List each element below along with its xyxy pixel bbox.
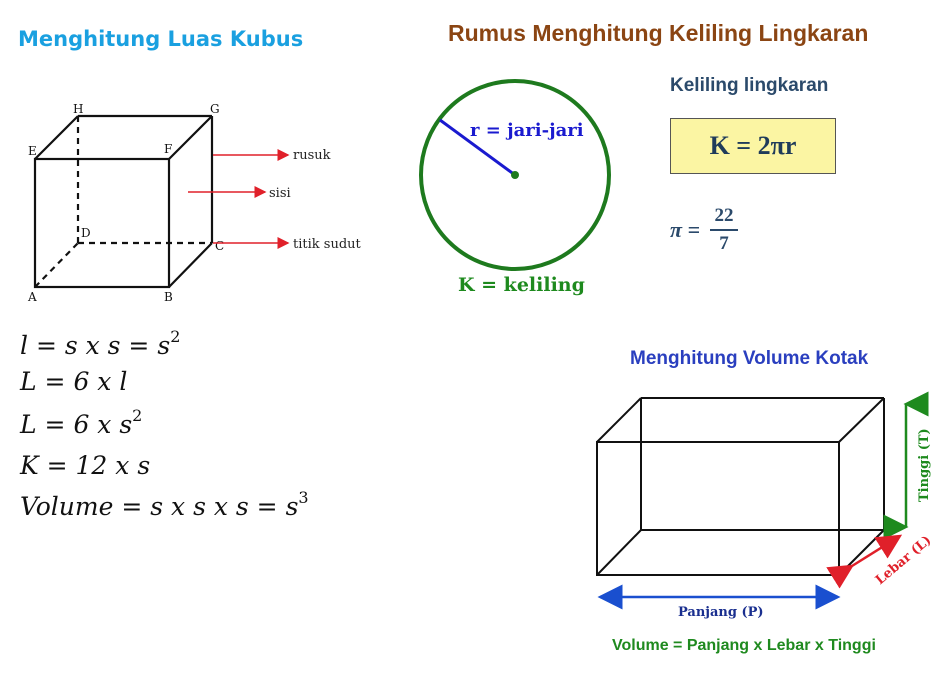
formula-area-face-exp: 2: [170, 327, 181, 346]
pi-denominator: 7: [719, 233, 729, 254]
vertex-label-B: B: [164, 290, 173, 304]
length-label: Panjang (P): [678, 605, 764, 620]
vertex-label-C: C: [215, 239, 224, 253]
keliling-heading: Keliling lingkaran: [670, 75, 829, 96]
box-edge-bottom-left: [596, 529, 642, 576]
radius-line: [439, 118, 516, 177]
width-label: Lebar (L): [873, 533, 935, 588]
formula-surface-area-s-exp: 2: [132, 406, 143, 425]
pi-numerator: 22: [714, 205, 734, 226]
vertex-label-D: D: [81, 226, 91, 240]
circumference-formula: K = 2πr: [709, 131, 797, 160]
box-volume-formula: Volume = Panjang x Lebar x Tinggi: [612, 637, 876, 654]
box-edge-top-right: [838, 397, 885, 443]
height-label: Tinggi (T): [917, 428, 932, 502]
formula-edge-length: K = 12 x s: [20, 451, 151, 480]
formula-surface-area-l: L = 6 x l: [20, 367, 128, 396]
formula-area-face: l = s x s = s2: [20, 327, 180, 360]
pi-equation: π = 22 7: [670, 205, 739, 255]
circle-center-dot: [511, 171, 519, 179]
formula-surface-area-s-text: L = 6 x s: [20, 410, 133, 439]
vertex-label-E: E: [28, 144, 37, 158]
titik-sudut-label: titik sudut: [293, 237, 362, 252]
cube-edge-AD: [34, 242, 79, 288]
sisi-label: sisi: [269, 186, 291, 201]
cube-edge-BC: [168, 242, 213, 288]
radius-label: r = jari-jari: [470, 120, 584, 141]
cube-edge-EH: [34, 115, 79, 160]
box-section-title: Menghitung Volume Kotak: [630, 348, 869, 369]
width-arrow: [826, 534, 903, 589]
formula-volume-exp: 3: [298, 488, 309, 507]
rusuk-label: rusuk: [293, 148, 331, 163]
cube-front-face: [33, 157, 171, 289]
circumference-formula-box: K = 2πr: [670, 118, 836, 174]
circle-section-title: Rumus Menghitung Keliling Lingkaran: [448, 20, 869, 46]
cube-edge-FG: [168, 115, 213, 160]
pi-fraction: 22 7: [710, 205, 739, 255]
cube-diagram: [33, 114, 214, 289]
formula-volume-text: Volume = s x s x s = s: [20, 492, 299, 521]
pi-symbol: π =: [670, 217, 701, 242]
fraction-bar: [710, 229, 739, 231]
box-diagram: [596, 397, 885, 576]
vertex-label-H: H: [73, 102, 83, 116]
vertex-label-A: A: [27, 290, 37, 304]
formula-volume: Volume = s x s x s = s3: [20, 488, 309, 521]
vertex-label-F: F: [164, 142, 172, 156]
circumference-label: K = keliling: [458, 274, 585, 296]
box-front-face: [596, 441, 840, 576]
vertex-label-G: G: [210, 102, 220, 116]
circle-shape: [419, 79, 611, 271]
formula-surface-area-s: L = 6 x s2: [20, 406, 142, 439]
box-edge-top-left: [596, 397, 642, 443]
cube-section-title: Menghitung Luas Kubus: [18, 27, 304, 51]
formula-area-face-base: s: [157, 331, 171, 360]
box-edge-bottom-right: [838, 529, 885, 576]
formula-area-face-text: l = s x s =: [20, 331, 158, 360]
